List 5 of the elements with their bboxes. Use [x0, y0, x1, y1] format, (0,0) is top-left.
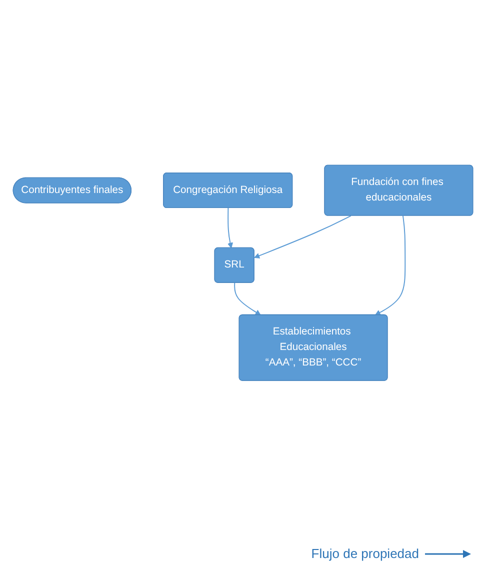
- arrow: [234, 282, 260, 316]
- legend-label: Flujo de propiedad: [311, 546, 419, 561]
- arrow: [226, 208, 233, 248]
- arrow: [374, 215, 406, 316]
- arrow: [254, 215, 351, 259]
